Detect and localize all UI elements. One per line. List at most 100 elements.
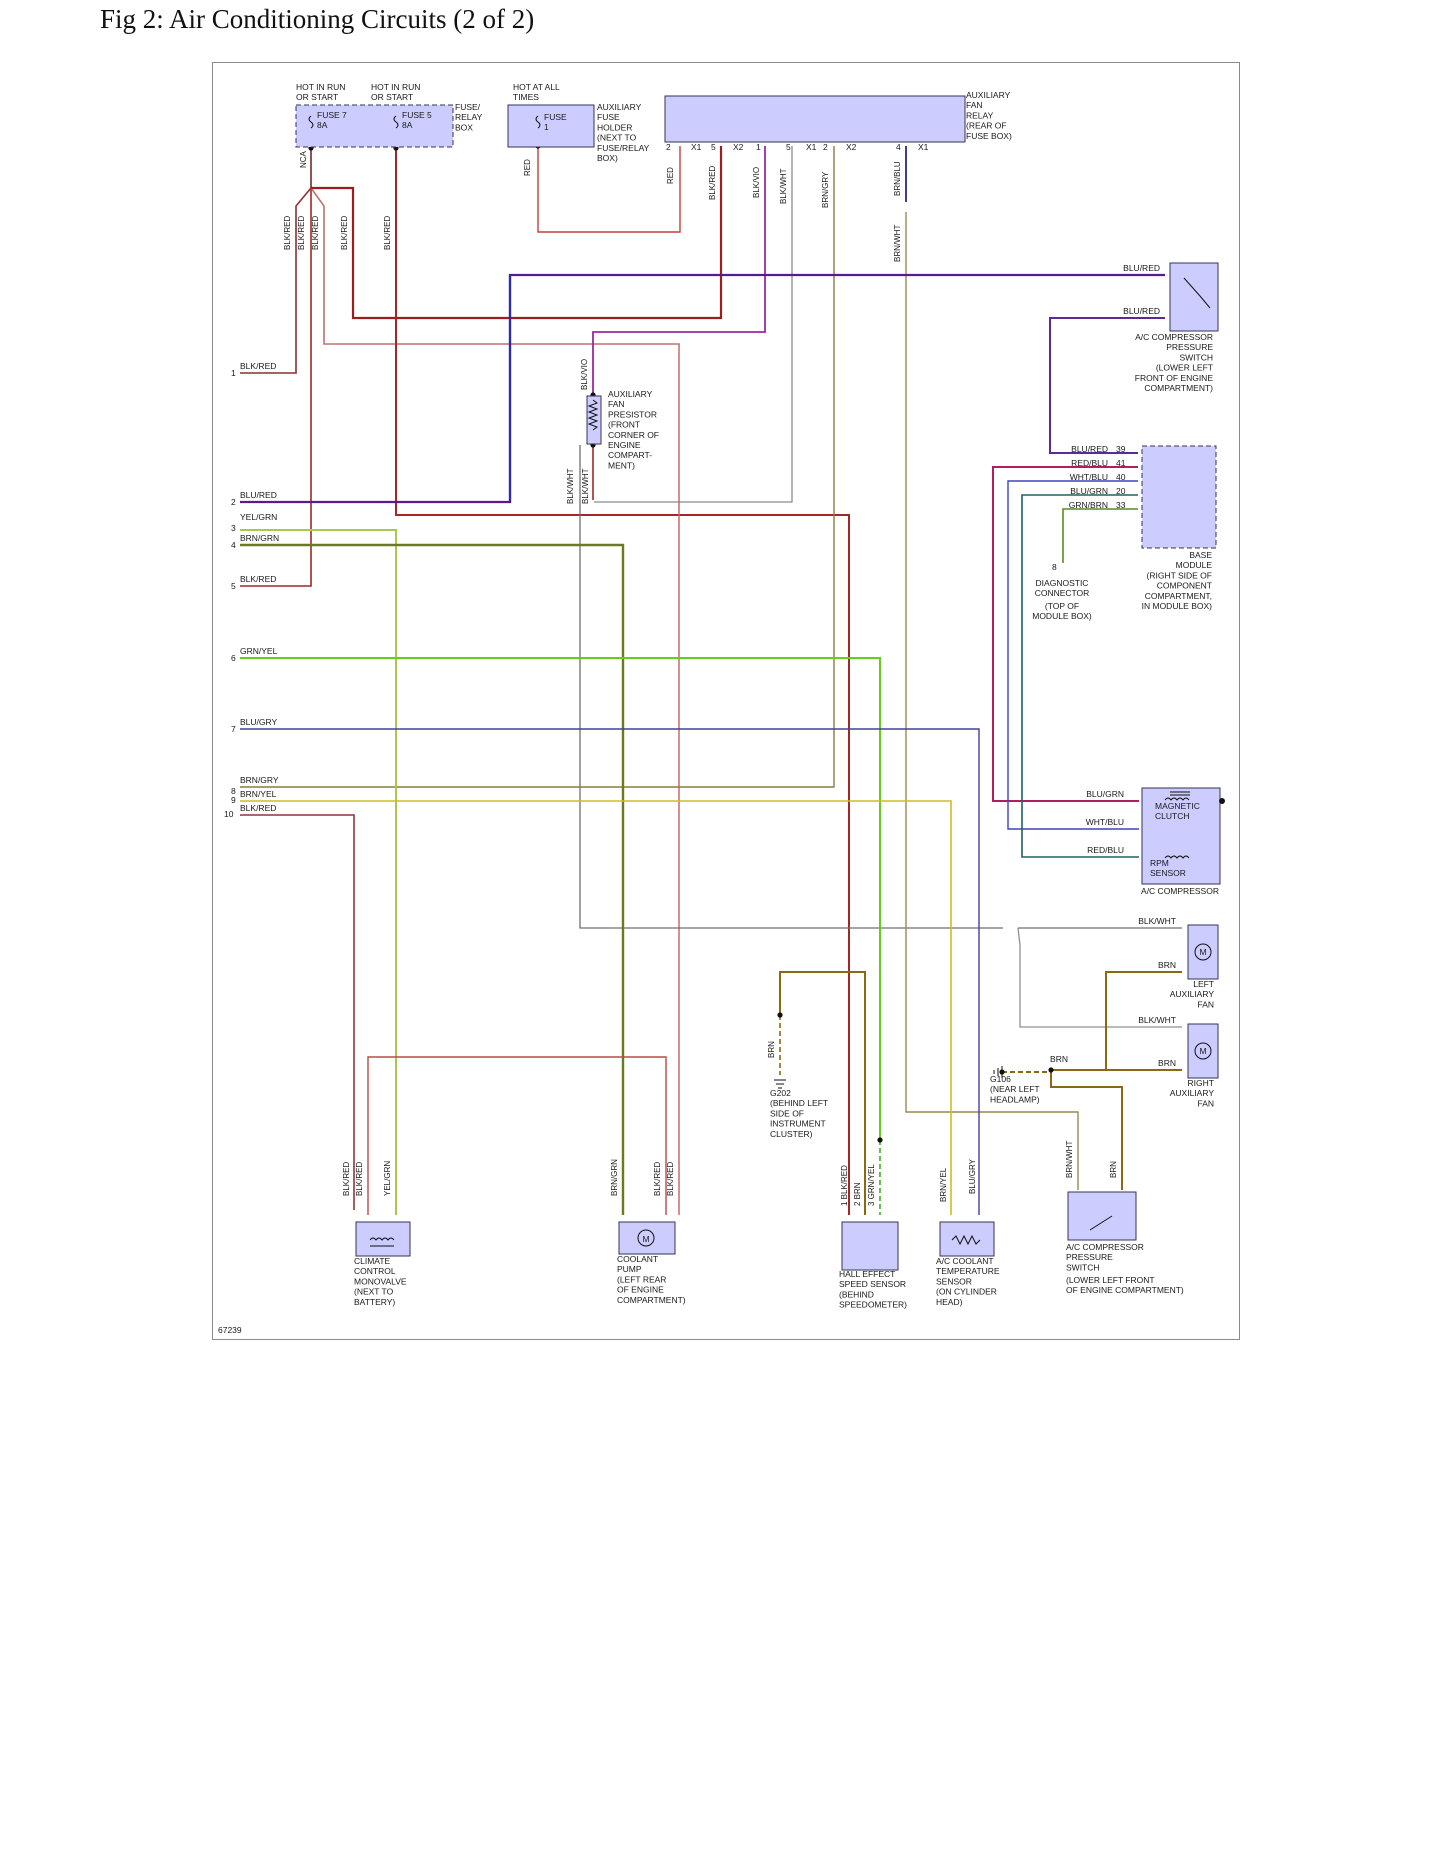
connector-wire-label: BRN/YEL — [240, 789, 277, 799]
aux-fan-relay-label-line: FAN — [966, 100, 983, 110]
connector-wire-label: BLK/RED — [240, 574, 276, 584]
diagnostic-pin-label: 8 — [1052, 562, 1057, 572]
base-module-label-line: COMPONENT — [1157, 581, 1212, 591]
switch-contact-upper — [1183, 277, 1211, 309]
diagram-frame — [212, 62, 1240, 1340]
base-pin-wire-label: GRN/BRN — [1069, 500, 1108, 510]
connector-wire-label: BLU/RED — [240, 490, 277, 500]
aux-fuse-holder-label-line: FUSE — [597, 112, 620, 122]
g202-label-line: CLUSTER) — [770, 1129, 813, 1139]
wire-label-brnwht_relay: BRN/WHT — [893, 225, 902, 262]
relay-pin-label: X1 — [918, 142, 929, 152]
base-pin-wire-label: WHT/BLU — [1070, 472, 1108, 482]
base-pin-wire-label: BLU/GRN — [1070, 486, 1108, 496]
relay-pin-label: 5 — [786, 142, 791, 152]
rpm-coil-icon — [1164, 855, 1190, 859]
aux-fuse-holder-label-line: (NEXT TO — [597, 133, 637, 143]
coolant-pump-label-line: COOLANT — [617, 1254, 658, 1264]
coolant-temp-sensor-label-line: TEMPERATURE — [936, 1266, 1000, 1276]
connector-pin-number: 6 — [231, 653, 236, 663]
fuse-1-symbol — [535, 115, 541, 129]
aux-fan-relay-label-line: (REAR OF — [966, 121, 1007, 131]
hot-run-start-a-line: OR START — [296, 92, 338, 102]
fuse-5-label-line: 8A — [402, 120, 413, 130]
wire-label-cp_3: BLK/RED — [666, 1162, 675, 1196]
base-pin-number: 41 — [1116, 458, 1126, 468]
wire-label-hs_3: 3 GRN/YEL — [867, 1164, 876, 1206]
ac-pressure-switch-upper-label-line: PRESSURE — [1166, 342, 1213, 352]
g202-label-line: SIDE OF — [770, 1108, 804, 1118]
right-aux-fan-label-line: AUXILIARY — [1170, 1088, 1215, 1098]
rpm-sensor-label-line: RPM — [1150, 858, 1169, 868]
magnetic-clutch-label-line: MAGNETIC — [1155, 801, 1200, 811]
hall-effect-speed-sensor — [841, 1221, 899, 1271]
connector-pin-number: 8 — [231, 786, 236, 796]
left-fan-motor-letter: M — [1199, 947, 1206, 957]
left-aux-fan — [1187, 924, 1219, 980]
wire-label-blkwht_relay: BLK/WHT — [779, 168, 788, 204]
g106-ground-icon — [993, 1066, 1003, 1078]
wire-label-blkred_relay: BLK/RED — [708, 166, 717, 200]
aux-fan-relay-label-line: RELAY — [966, 110, 994, 120]
ac-pressure-switch-lower-location-line: (LOWER LEFT FRONT — [1066, 1275, 1155, 1285]
connector-pin-number: 10 — [224, 809, 234, 819]
wire-label-brn_g202: BRN — [767, 1041, 776, 1058]
wire-label-blkred_v5: BLK/RED — [383, 216, 392, 250]
base-module-label-line: MODULE — [1176, 560, 1213, 570]
g106-label-line: (NEAR LEFT — [990, 1084, 1040, 1094]
connector-wire-label: YEL/GRN — [240, 512, 277, 522]
ac-pressure-switch-lower-label-line: A/C COMPRESSOR — [1066, 1242, 1144, 1252]
aux-fan-presistor-label-line: PRESISTOR — [608, 409, 657, 419]
coolant-pump-label-line: OF ENGINE — [617, 1285, 664, 1295]
aux-fan-relay-label-line: AUXILIARY — [966, 90, 1011, 100]
wire-label-brngry_relay: BRN/GRY — [821, 171, 830, 208]
ac-pressure-switch-upper — [1169, 262, 1219, 332]
wire-label-blured_mid: BLU/RED — [1123, 306, 1160, 316]
ac-pressure-switch-lower-label-line: SWITCH — [1066, 1262, 1100, 1272]
climate-monovalve-label-line: CONTROL — [354, 1266, 396, 1276]
left-aux-fan-label-line: AUXILIARY — [1170, 989, 1215, 999]
wire-label-mv_2: BLK/RED — [355, 1162, 364, 1196]
wire-label-redblu_clutch: RED/BLU — [1087, 845, 1124, 855]
base-pin-number: 33 — [1116, 500, 1126, 510]
base-pin-number: 39 — [1116, 444, 1126, 454]
thermistor-icon — [951, 1234, 981, 1246]
base-module-label-line: IN MODULE BOX) — [1142, 601, 1213, 611]
aux-fan-relay — [664, 95, 966, 143]
coolant-pump — [618, 1221, 676, 1255]
ac-pressure-switch-lower — [1067, 1191, 1137, 1241]
right-aux-fan-label-line: FAN — [1197, 1098, 1214, 1108]
relay-pin-label: 2 — [823, 142, 828, 152]
hall-sensor-label-line: HALL EFFECT — [839, 1269, 895, 1279]
page-title: Fig 2: Air Conditioning Circuits (2 of 2… — [100, 4, 535, 34]
wire-label-ps_1: BRN/WHT — [1065, 1141, 1074, 1178]
aux-fuse-holder-label-line: FUSE/RELAY — [597, 143, 650, 153]
ac-pressure-switch-lower-label-line: PRESSURE — [1066, 1252, 1113, 1262]
climate-monovalve-label-line: BATTERY) — [354, 1297, 395, 1307]
monovalve-coil-icon — [369, 1237, 395, 1247]
connector-wire-label: BLU/GRY — [240, 717, 277, 727]
ac-pressure-switch-upper-label-line: (LOWER LEFT — [1156, 363, 1213, 373]
diagnostic-connector-location-line: MODULE BOX) — [1032, 611, 1092, 621]
relay-pin-label: 1 — [756, 142, 761, 152]
wire-label-brn_fanl: BRN — [1158, 960, 1176, 970]
base-pin-wire-label: BLU/RED — [1071, 444, 1108, 454]
wire-label-blkwht_res2: BLK/WHT — [581, 468, 590, 504]
connector-wire-label: BLK/RED — [240, 803, 276, 813]
left-aux-fan-label-line: FAN — [1197, 999, 1214, 1009]
compressor-ground-icon — [1219, 798, 1225, 804]
ac-pressure-switch-upper-label-line: A/C COMPRESSOR — [1135, 332, 1213, 342]
fuse-5-label-line: FUSE 5 — [402, 110, 432, 120]
aux-fuse-holder-label-line: AUXILIARY — [597, 102, 642, 112]
ac-pressure-switch-lower-location-line: OF ENGINE COMPARTMENT) — [1066, 1285, 1184, 1295]
splices — [308, 107, 1213, 1143]
hall-sensor-label-line: SPEED SENSOR — [839, 1279, 906, 1289]
base-module-label-line: (RIGHT SIDE OF — [1147, 570, 1213, 580]
fuse-1-label-line: 1 — [544, 122, 549, 132]
coolant-temp-sensor-label-line: A/C COOLANT — [936, 1256, 994, 1266]
hot-run-start-a-line: HOT IN RUN — [296, 82, 345, 92]
ac-pressure-switch-upper-label-line: COMPARTMENT) — [1144, 383, 1213, 393]
g202-label-line: G202 — [770, 1088, 791, 1098]
switch-contact-lower — [1089, 1215, 1113, 1231]
